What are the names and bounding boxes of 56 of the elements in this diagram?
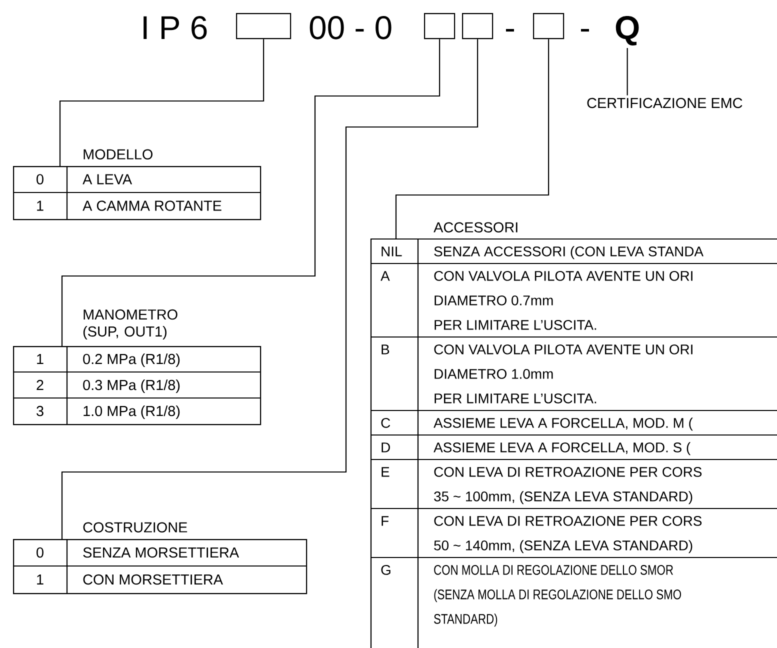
description-line: SENZA MORSETTIERA [83,547,240,558]
caption-text: CERTIFICAZIONE EMC [587,98,742,108]
description-line: A CAMMA ROTANTE [82,200,222,211]
table-heading: MANOMETRO (SUP, OUT1) [83,309,178,340]
code-cell: E [382,467,390,477]
description-line: CON MORSETTIERA [83,574,223,585]
code-cell: B [382,344,390,354]
code-cell: A [380,271,390,281]
code-cell: 1 [37,354,44,364]
description-line: DIAMETRO 0.7mm [434,296,553,306]
description-line: A LEVA [82,174,132,184]
code-cell: G [381,565,390,575]
description-line: PER LIMITARE L’USCITA. [434,394,596,404]
description-line: 50 ~ 140mm, (SENZA LEVA STANDARD) [434,540,692,554]
description-line: CON VALVOLA PILOTA AVENTE UN ORI [434,271,692,281]
leader-line [61,39,478,539]
table-heading: MODELLO [84,149,152,160]
description-line: STANDARD) [434,614,498,627]
code-cell: F [382,516,389,526]
code-cell: 3 [36,406,44,416]
leader-line [395,39,550,239]
description-line: CON VALVOLA PILOTA AVENTE UN ORI [434,344,692,354]
code-cell: 1 [37,574,44,584]
code-text: - [580,28,590,32]
empty-box [462,13,494,40]
leader-line [626,48,628,96]
code-cell: 0 [36,174,44,184]
description-line: (SENZA MOLLA DI REGOLAZIONE DELLO SMO [434,589,682,602]
empty-box [236,13,292,40]
description-line: CON LEVA DI RETROAZIONE PER CORS [434,516,702,526]
empty-box [424,13,456,40]
description-line: 0.2 MPa (R1/8) [83,354,180,367]
description-line: 1.0 MPa (R1/8) [84,406,180,419]
description-line: CON MOLLA DI REGOLAZIONE DELLO SMOR [434,565,673,575]
code-cell: NIL [382,246,402,256]
empty-box [533,13,564,40]
code-text: 00 - 0 [310,16,392,40]
description-line: 0.3 MPa (R1/8) [83,380,180,393]
leader-line [61,39,440,346]
description-line: ASSIEME LEVA A FORCELLA, MOD. S ( [434,442,691,456]
code-text: - [506,28,514,32]
code-cell: 0 [36,547,44,558]
description-line: CON LEVA DI RETROAZIONE PER CORS [434,467,702,477]
table-heading: COSTRUZIONE [83,522,188,532]
code-cell: 1 [37,200,44,211]
description-line: ASSIEME LEVA A FORCELLA, MOD. M ( [434,418,693,431]
code-cell: C [381,418,390,428]
description-line: DIAMETRO 1.0mm [434,369,553,379]
table-heading: ACCESSORI [434,222,518,232]
description-line: PER LIMITARE L’USCITA. [434,320,596,330]
description-line: SENZA ACCESSORI (CON LEVA STANDA [434,246,704,260]
code-cell: 2 [36,380,44,390]
leader-line [59,39,264,166]
code-letter: Q [616,16,639,46]
description-line: 35 ~ 100mm, (SENZA LEVA STANDARD) [434,491,692,504]
code-cell: D [382,442,390,452]
